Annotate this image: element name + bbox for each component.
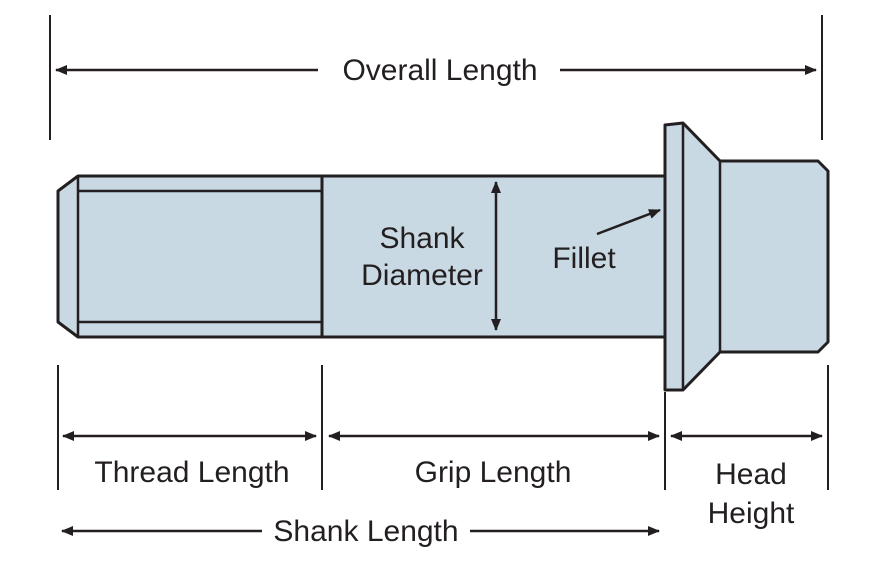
shank-diameter-label-line2: Diameter: [361, 259, 483, 292]
grip-length-label: Grip Length: [415, 456, 572, 489]
stud-body: [56, 121, 830, 392]
threaded-section: [56, 174, 324, 339]
fillet-pointer-arrow: [596, 208, 661, 236]
head-height-label-line1: Head: [715, 458, 787, 491]
fillet-label: Fillet: [552, 242, 616, 275]
overall-length-label: Overall Length: [342, 54, 537, 87]
shank-diameter-label-line1: Shank: [379, 222, 465, 255]
head-height-label-line2: Height: [708, 497, 795, 530]
thread-length-label: Thread Length: [94, 456, 289, 489]
head-section: [663, 121, 830, 392]
shank-length-label: Shank Length: [273, 515, 458, 548]
